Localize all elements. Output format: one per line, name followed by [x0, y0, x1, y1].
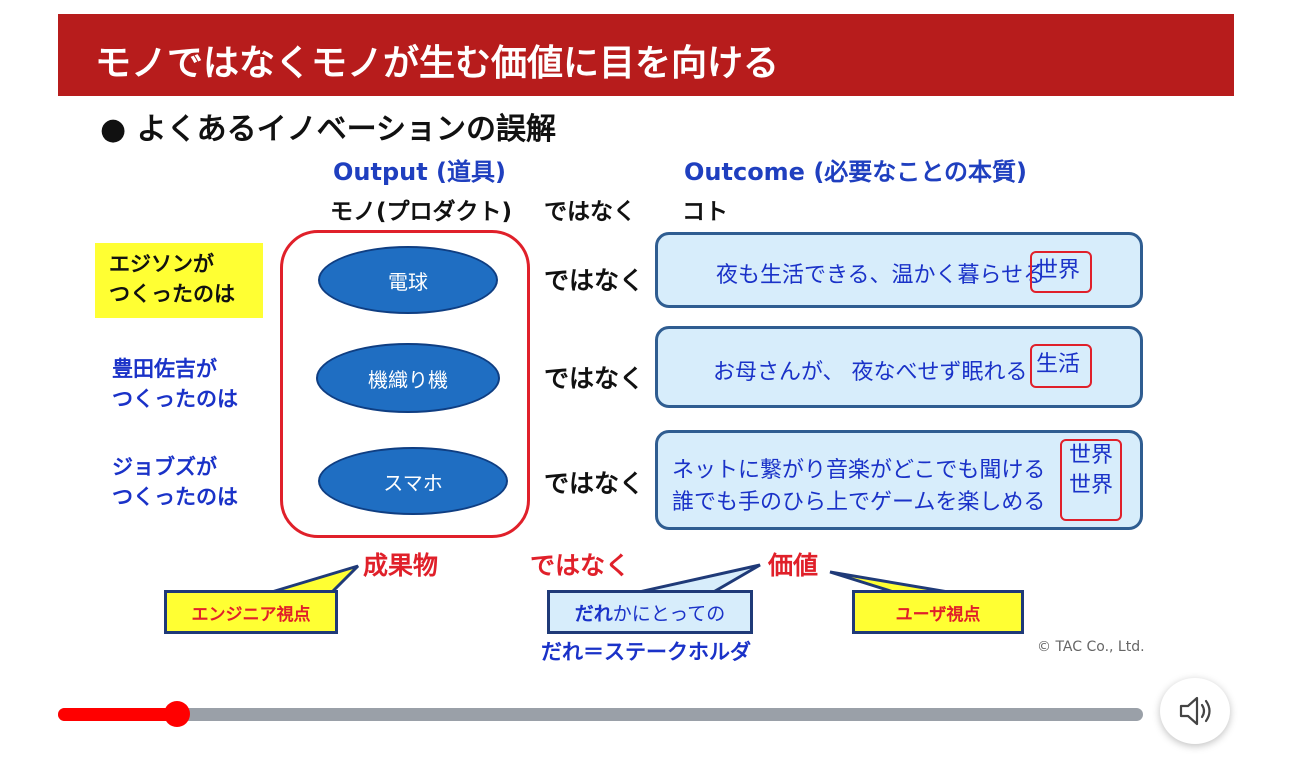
dewanaku-row1: ではなく: [544, 266, 645, 295]
outcome-text: お母さんが、 夜なべせず眠れる: [713, 360, 1028, 385]
seikabutsu-label: 成果物: [363, 551, 439, 580]
who-label-edison: エジソンが つくったのは: [95, 243, 263, 318]
koto-label: コト: [682, 199, 728, 225]
slide: モノではなくモノが生む価値に目を向ける ● よくあるイノベーションの誤解 Out…: [58, 14, 1234, 664]
product-label: 機織り機: [368, 367, 448, 392]
who-label-jobs: ジョブズが つくったのは: [112, 455, 238, 509]
product-ellipse-smartphone: スマホ: [318, 447, 508, 515]
callout-pointers: [264, 563, 961, 596]
product-label: 電球: [388, 269, 428, 294]
outcome-tag: 生活: [1030, 344, 1092, 388]
mono-label: モノ(プロダクト): [330, 199, 513, 225]
dewanaku-row3: ではなく: [544, 469, 645, 498]
volume-button[interactable]: [1160, 678, 1230, 744]
who-label-toyoda: 豊田佐吉が つくったのは: [112, 357, 238, 411]
outcome-text: ネットに繋がり音楽がどこでも聞ける: [672, 458, 1046, 483]
outcome-tag-group: 世界 世界: [1060, 439, 1122, 521]
product-ellipse-bulb: 電球: [318, 246, 498, 314]
stakeholder-label: だれ＝ステークホルダ: [541, 640, 751, 664]
dare-callout: だれかにとっての: [547, 590, 753, 634]
output-header: Output (道具): [333, 158, 506, 186]
outcome-tag: 世界: [1030, 251, 1092, 293]
progress-track[interactable]: [58, 708, 1143, 721]
speaker-icon: [1179, 696, 1211, 726]
outcome-box-1: [655, 232, 1143, 308]
outcome-text: 夜も生活できる、温かく暮らせる: [716, 263, 1046, 288]
dewanaku-row2: ではなく: [544, 364, 645, 393]
user-view-callout: ユーザ視点: [852, 590, 1024, 634]
outcome-header: Outcome (必要なことの本質): [684, 158, 1028, 186]
kachi-label: 価値: [768, 551, 819, 580]
product-frame: [280, 230, 530, 538]
outcome-box-2: [655, 326, 1143, 408]
dewanaku-header: ではなく: [544, 199, 636, 225]
dewanaku-bottom: ではなく: [530, 551, 631, 580]
slide-title: モノではなくモノが生む価値に目を向ける: [95, 43, 780, 84]
outcome-text: 誰でも手のひら上でゲームを楽しめる: [672, 490, 1046, 515]
product-ellipse-loom: 機織り機: [316, 343, 500, 413]
copyright: © TAC Co., Ltd.: [1037, 639, 1145, 655]
progress-thumb[interactable]: [164, 701, 190, 727]
product-label: スマホ: [383, 470, 443, 495]
engineer-view-callout: エンジニア視点: [164, 590, 338, 634]
bullet-heading: ● よくあるイノベーションの誤解: [100, 112, 557, 147]
progress-fill: [58, 708, 177, 721]
title-bar: [58, 14, 1234, 96]
